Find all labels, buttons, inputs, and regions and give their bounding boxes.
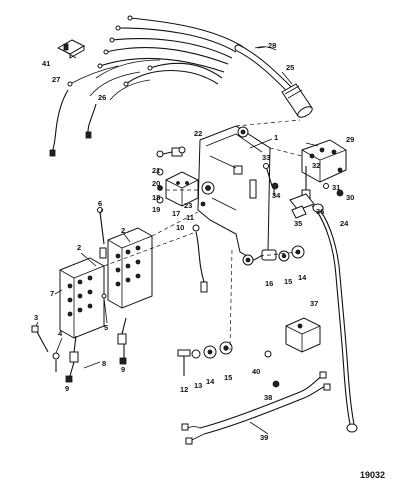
figure-number: 19032: [360, 470, 385, 480]
lower-hardware: [177, 341, 233, 376]
callout-24: 24: [340, 219, 349, 228]
callout-32: 32: [312, 161, 320, 170]
callout-35: 35: [294, 219, 302, 228]
callout-37: 37: [310, 299, 318, 308]
callout-28: 28: [268, 41, 276, 50]
main-bracket: [192, 125, 271, 293]
callout-15b: 15: [284, 277, 292, 286]
callout-36: 36: [316, 207, 324, 216]
callout-26: 26: [98, 93, 106, 102]
callout-21: 21: [152, 166, 160, 175]
small-hardware-left: [156, 146, 206, 207]
callout-34: 34: [272, 191, 281, 200]
alignment-lines: [103, 119, 303, 351]
callout-3: 3: [34, 313, 38, 322]
callout-23: 23: [184, 201, 192, 210]
small-hardware-33-34: [263, 163, 279, 196]
callout-6: 6: [98, 199, 102, 208]
callout-9b: 9: [65, 384, 69, 393]
switch-box-17: [165, 171, 199, 207]
callout-labels: 1 2 2 3 4 5 6 7 8 9 9 10 11 12 13 14 14 …: [34, 41, 354, 442]
rectifier-29: [301, 139, 347, 183]
callout-12: 12: [180, 385, 188, 394]
wiring-harness: [49, 15, 313, 157]
callout-2: 2: [77, 243, 81, 252]
battery-cable-24: [312, 203, 358, 433]
callout-16: 16: [265, 279, 273, 288]
callout-2b: 2: [121, 226, 125, 235]
callout-19: 19: [152, 205, 160, 214]
module-37: [285, 317, 321, 353]
callout-4: 4: [58, 329, 63, 338]
callout-14: 14: [206, 377, 215, 386]
callout-39: 39: [260, 433, 268, 442]
callout-8: 8: [102, 359, 106, 368]
callout-29: 29: [346, 135, 354, 144]
callout-14b: 14: [298, 273, 307, 282]
callout-9: 9: [121, 365, 125, 374]
ignition-coil-left: [59, 257, 105, 339]
screw-38: [272, 380, 280, 388]
callout-22: 22: [194, 129, 202, 138]
callout-13: 13: [194, 381, 202, 390]
callout-17: 17: [172, 209, 180, 218]
coil-hardware: [31, 207, 127, 383]
lower-harness-39: [181, 371, 331, 445]
leader-lines: [35, 46, 319, 435]
callout-11: 11: [186, 213, 194, 222]
callout-5: 5: [104, 323, 108, 332]
callout-38: 38: [264, 393, 272, 402]
callout-10: 10: [176, 223, 184, 232]
callout-25: 25: [286, 63, 294, 72]
callout-27: 27: [52, 75, 60, 84]
callout-7: 7: [50, 289, 54, 298]
callout-40: 40: [252, 367, 260, 376]
ignition-coil-right: [107, 227, 153, 309]
callout-41: 41: [42, 59, 50, 68]
callout-18: 18: [152, 193, 160, 202]
nut-40: [264, 350, 272, 358]
callout-33: 33: [262, 153, 270, 162]
callout-20: 20: [152, 179, 160, 188]
callout-30: 30: [346, 193, 354, 202]
callout-1: 1: [274, 133, 278, 142]
harness-plug: [281, 83, 313, 118]
callout-31: 31: [332, 183, 340, 192]
connector-41: [56, 39, 86, 59]
callout-15: 15: [224, 373, 232, 382]
terminal-35-36: [289, 193, 319, 219]
